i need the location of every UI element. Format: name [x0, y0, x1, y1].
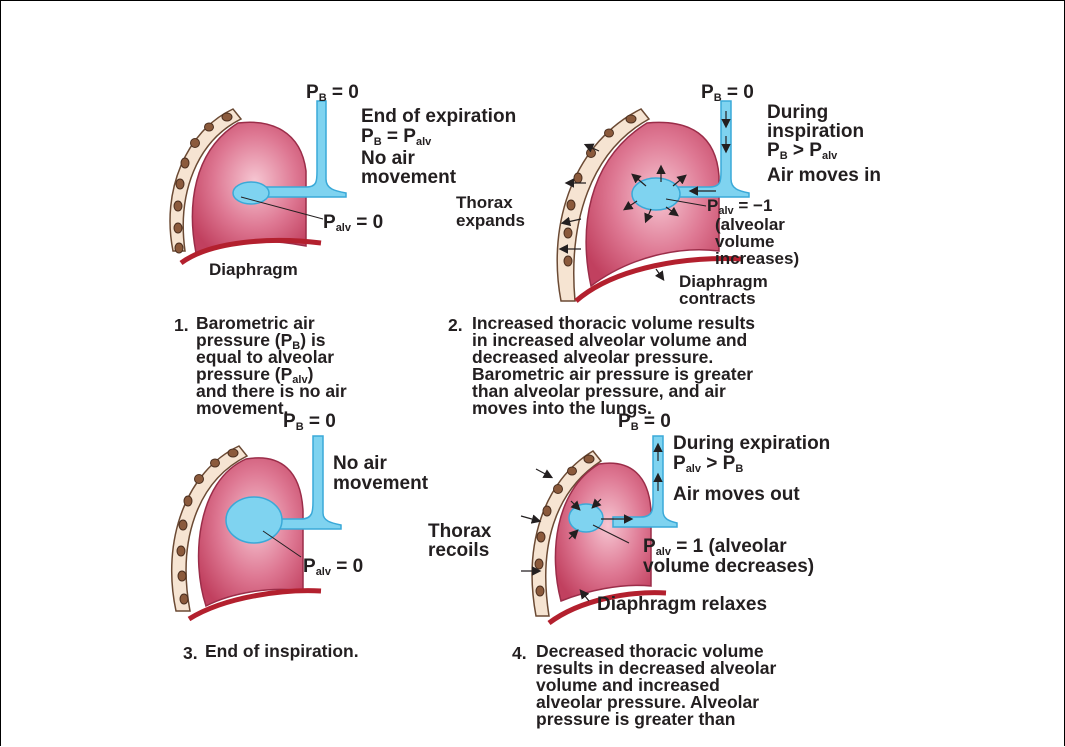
panel-1-caption-6: movement. — [196, 400, 288, 418]
panel-2-thorax-1: Thorax — [456, 194, 513, 211]
panel-3-caption-1: End of inspiration. — [205, 643, 359, 661]
panel-2-thorax-2: expands — [456, 212, 525, 229]
panel-4-thorax-1: Thorax — [428, 522, 491, 541]
panel-4-palv-note-1: volume decreases) — [643, 557, 814, 576]
alveolus — [233, 182, 269, 204]
panel-2-equation: PB > Palv — [767, 141, 837, 166]
panel-4-caption-5: pressure is greater than — [536, 711, 735, 729]
panel-2-note-3: Air moves in — [767, 166, 881, 185]
panel-2-diaphragm-1: Diaphragm — [679, 273, 768, 290]
panel-3-note-2: movement — [333, 474, 428, 493]
alveolus — [226, 497, 282, 543]
panel-2-palv-note-2: volume — [715, 233, 775, 250]
panel-1-pb: PB = 0 — [306, 83, 359, 108]
panel-3-drawing — [172, 436, 341, 619]
panel-2-palv-note-1: (alveolar — [715, 216, 785, 233]
panel-2-pb: PB = 0 — [701, 83, 754, 108]
panel-3-note-1: No air — [333, 454, 387, 473]
panel-2-diaphragm-2: contracts — [679, 290, 756, 307]
panel-4-pb: PB = 0 — [618, 412, 671, 437]
panel-1-palv: Palv = 0 — [323, 213, 383, 238]
alveolus — [632, 178, 680, 210]
panel-3-pb: PB = 0 — [283, 412, 336, 437]
panel-1-diaphragm-label: Diaphragm — [209, 261, 298, 278]
panel-1-note-1: End of expiration — [361, 107, 516, 126]
panel-4-note-2: Air moves out — [673, 485, 800, 504]
panel-3-number: 3. — [183, 643, 198, 664]
panel-4-number: 4. — [512, 643, 527, 664]
panel-3-palv: Palv = 0 — [303, 557, 363, 582]
panel-1-drawing — [170, 101, 346, 263]
panel-4-diaphragm-label: Diaphragm relaxes — [597, 595, 767, 614]
panel-2-palv-note-3: increases) — [715, 250, 799, 267]
panel-2-note-1: During — [767, 103, 828, 122]
panel-2-note-2: inspiration — [767, 122, 864, 141]
panel-4-thorax-2: recoils — [428, 541, 489, 560]
panel-1-note-3: movement — [361, 168, 456, 187]
panel-1-number: 1. — [174, 315, 189, 336]
panel-4-equation: Palv > PB — [673, 454, 743, 479]
panel-4-note-1: During expiration — [673, 434, 830, 453]
panel-1-note-2: No air — [361, 149, 415, 168]
panel-2-number: 2. — [448, 315, 463, 336]
